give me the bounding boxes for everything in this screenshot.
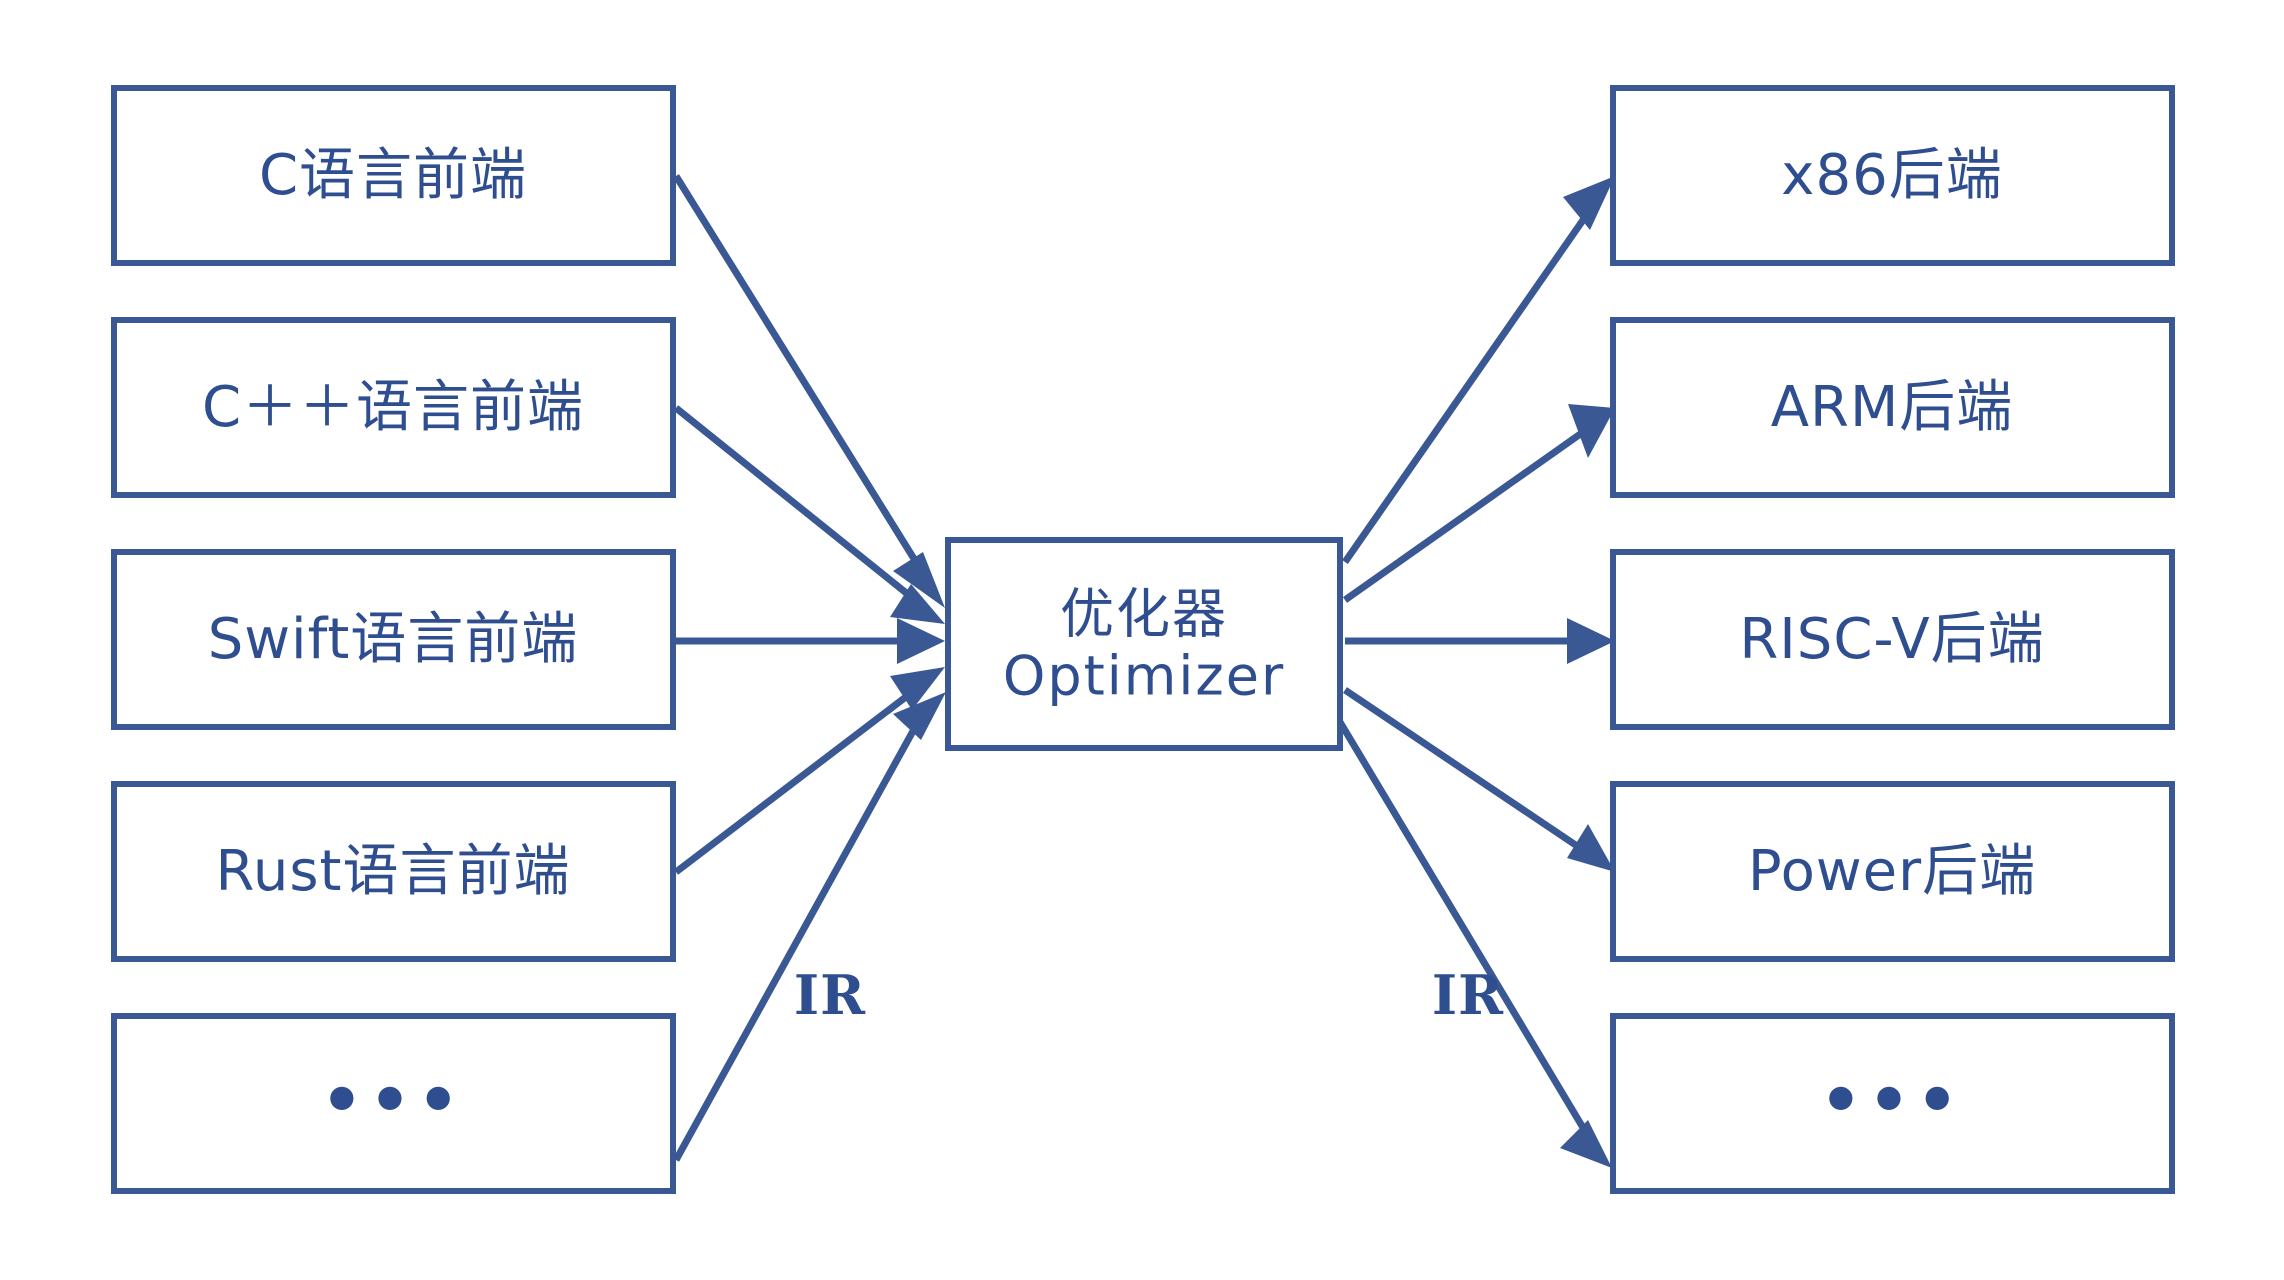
node-backend-x86-label: x86后端 bbox=[1781, 143, 2002, 208]
edge-optimizer-to-backend-x86 bbox=[1342, 176, 1615, 564]
edge-label-left-ir: IR bbox=[794, 963, 866, 1027]
node-backend-more-label: ••• bbox=[1820, 1062, 1965, 1139]
node-frontend-cpp-label: C＋＋语言前端 bbox=[202, 375, 584, 440]
node-frontend-more-label: ••• bbox=[321, 1062, 466, 1139]
node-backend-riscv-label: RISC-V后端 bbox=[1739, 607, 2044, 672]
node-optimizer[interactable]: 优化器 Optimizer bbox=[945, 537, 1343, 751]
edge-label-right-ir: IR bbox=[1432, 963, 1504, 1027]
node-backend-riscv[interactable]: RISC-V后端 bbox=[1610, 549, 2175, 730]
node-frontend-rust-label: Rust语言前端 bbox=[215, 839, 570, 904]
node-frontend-c[interactable]: C语言前端 bbox=[111, 85, 676, 266]
edge-group-frontend-to-optimizer: IR bbox=[672, 174, 946, 1162]
edge-optimizer-to-backend-riscv bbox=[1345, 618, 1615, 664]
frontend-column: C语言前端 C＋＋语言前端 Swift语言前端 Rust语言前端 ••• bbox=[111, 85, 676, 1194]
edge-frontend-cpp-to-optimizer bbox=[673, 405, 945, 624]
node-backend-more[interactable]: ••• bbox=[1610, 1013, 2175, 1194]
backend-column: x86后端 ARM后端 RISC-V后端 Power后端 ••• bbox=[1610, 85, 2175, 1194]
node-frontend-rust[interactable]: Rust语言前端 bbox=[111, 781, 676, 962]
node-frontend-cpp[interactable]: C＋＋语言前端 bbox=[111, 317, 676, 498]
edge-frontend-swift-to-optimizer bbox=[676, 618, 945, 664]
node-optimizer-label-cn: 优化器 bbox=[1060, 583, 1228, 646]
edge-optimizer-to-backend-more bbox=[1336, 720, 1612, 1168]
edge-optimizer-to-backend-arm bbox=[1342, 404, 1615, 603]
node-frontend-swift[interactable]: Swift语言前端 bbox=[111, 549, 676, 730]
edge-group-optimizer-to-backend: IR bbox=[1336, 176, 1615, 1168]
node-optimizer-label-en: Optimizer bbox=[1003, 645, 1285, 708]
edge-frontend-more-to-optimizer bbox=[672, 692, 946, 1162]
edge-frontend-rust-to-optimizer bbox=[673, 667, 945, 875]
node-frontend-swift-label: Swift语言前端 bbox=[208, 607, 579, 672]
node-backend-arm-label: ARM后端 bbox=[1771, 375, 2014, 440]
edge-frontend-c-to-optimizer bbox=[673, 174, 945, 608]
node-backend-x86[interactable]: x86后端 bbox=[1610, 85, 2175, 266]
node-frontend-c-label: C语言前端 bbox=[259, 143, 527, 208]
node-frontend-more[interactable]: ••• bbox=[111, 1013, 676, 1194]
node-backend-power[interactable]: Power后端 bbox=[1610, 781, 2175, 962]
node-backend-power-label: Power后端 bbox=[1748, 839, 2036, 904]
node-backend-arm[interactable]: ARM后端 bbox=[1610, 317, 2175, 498]
edge-optimizer-to-backend-power bbox=[1343, 687, 1615, 872]
